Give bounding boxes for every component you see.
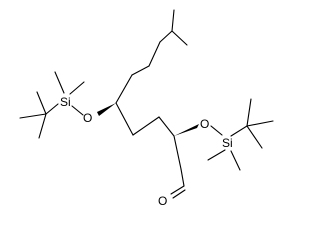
- bond-si-methyl-left-a: [54, 71, 65, 94]
- bond-backbone-2: [132, 116, 160, 136]
- bond-si-methyl-left-b: [69, 81, 85, 95]
- oxygen-left-label: O: [83, 111, 92, 125]
- aldehyde-group: O: [158, 185, 186, 208]
- bond-o-si-right: [210, 125, 223, 136]
- main-backbone: [115, 102, 185, 187]
- oxygen-aldehyde-label: O: [158, 194, 167, 208]
- bond-o-si-left: [71, 105, 84, 116]
- bond-tbutyl-left-c: [38, 113, 47, 139]
- left-silyl-ether: O Si: [19, 71, 116, 139]
- bond-backbone-3: [158, 116, 175, 137]
- bond-backbone-4: [173, 135, 182, 170]
- silicon-right-label: Si: [222, 136, 233, 150]
- bond-si-tbutyl-right: [230, 125, 248, 137]
- upper-alkyl-chain: [115, 9, 188, 104]
- bond-tbutyl-left-b: [19, 113, 47, 119]
- bond-si-tbutyl-left: [45, 103, 59, 115]
- bond-tbutyl-right-a: [246, 98, 252, 127]
- wedge-bond-left: [97, 103, 116, 116]
- bond-si-methyl-right-a: [207, 149, 226, 161]
- oxygen-right-label: O: [200, 117, 209, 131]
- bond-chain-1: [115, 74, 133, 104]
- wedge-bond-right: [174, 124, 199, 136]
- bond-aldehyde-double-b: [172, 189, 186, 199]
- bond-si-methyl-right-b: [230, 150, 241, 171]
- bond-tbutyl-right-b: [246, 120, 274, 127]
- bond-backbone-5: [180, 168, 185, 187]
- bond-chain-6: [171, 30, 188, 46]
- right-silyl-ether: O Si: [174, 98, 274, 171]
- bond-backbone-1: [115, 102, 134, 136]
- bond-chain-5: [171, 9, 175, 32]
- bond-tbutyl-left-a: [36, 91, 47, 115]
- bond-aldehyde-double-a: [170, 185, 185, 195]
- bond-tbutyl-right-c: [246, 125, 263, 149]
- bond-chain-2: [131, 65, 150, 76]
- silicon-left-label: Si: [60, 95, 71, 109]
- bond-chain-4: [159, 30, 173, 43]
- molecule-structure-diagram: O Si O Si O: [19, 9, 274, 208]
- bond-chain-3: [148, 41, 161, 67]
